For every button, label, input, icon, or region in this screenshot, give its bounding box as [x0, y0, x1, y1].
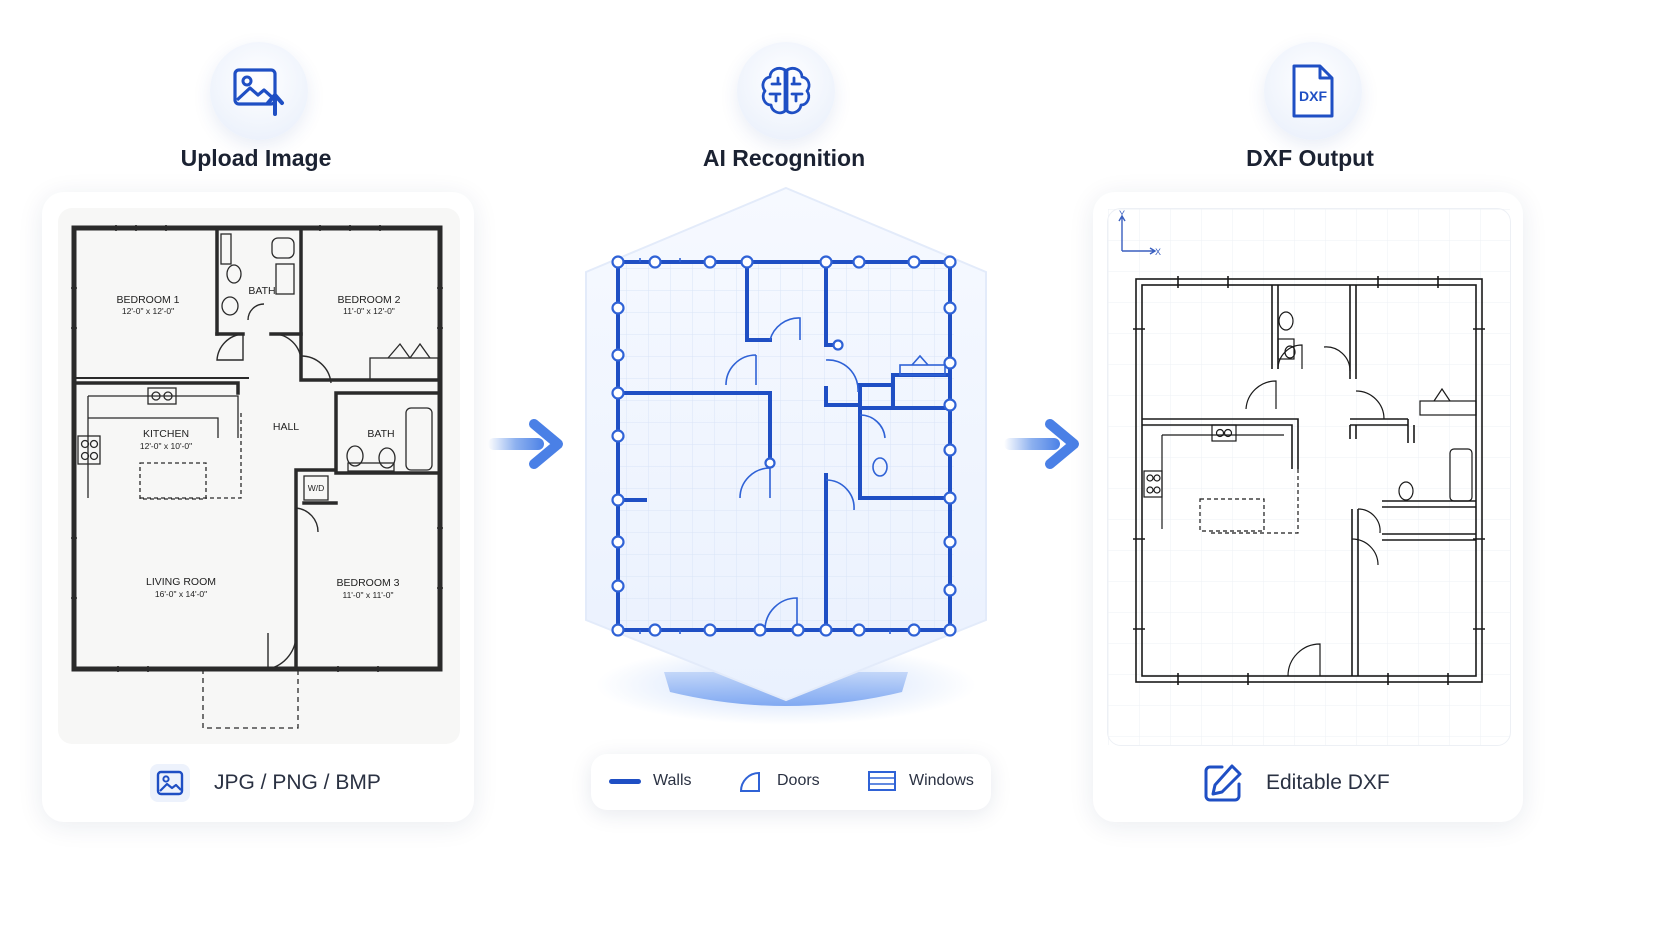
- legend-walls-label: Walls: [653, 772, 692, 789]
- legend-walls: Walls: [609, 772, 692, 790]
- edit-icon: [1204, 764, 1242, 802]
- output-step-icon: DXF: [1264, 42, 1362, 140]
- dim-kitchen: 12'-0" x 10'-0": [140, 441, 192, 451]
- arrow-right-icon: [488, 419, 563, 469]
- dxf-icon-text: DXF: [1299, 88, 1327, 104]
- upload-step-title: Upload Image: [180, 145, 332, 171]
- dim-living: 16'-0" x 14'-0": [155, 589, 207, 599]
- legend-windows-label: Windows: [909, 772, 974, 789]
- dim-bedroom3: 11'-0" x 11'-0": [342, 590, 393, 600]
- legend-windows: Windows: [867, 769, 974, 793]
- window-icon: [868, 771, 896, 791]
- recognition-step-title: AI Recognition: [702, 145, 866, 171]
- recognition-step-icon: [737, 42, 835, 140]
- sketch-floor-plan: BEDROOM 1 12'-0" x 12'-0" BATH BEDROOM 2…: [71, 225, 443, 729]
- image-icon: [156, 770, 184, 796]
- image-upload-icon: [233, 68, 284, 116]
- label-wd: W/D: [308, 483, 325, 493]
- uploaded-floor-plan: BEDROOM 1 12'-0" x 12'-0" BATH BEDROOM 2…: [58, 208, 460, 744]
- label-bedroom2: BEDROOM 2: [337, 294, 400, 306]
- x-axis-label: X: [1155, 247, 1161, 257]
- label-bath2: BATH: [367, 428, 394, 440]
- arrow-right-icon-2: [1004, 419, 1079, 469]
- brain-icon: [761, 67, 811, 115]
- legend-doors-label: Doors: [777, 772, 820, 789]
- output-label: Editable DXF: [1266, 771, 1390, 794]
- dim-bedroom1: 12'-0" x 12'-0": [122, 306, 174, 316]
- y-axis-label: Y: [1119, 209, 1125, 219]
- dim-bedroom2: 11'-0" x 12'-0": [343, 306, 395, 316]
- dxf-floor-plan: Y X: [1108, 209, 1510, 745]
- label-bedroom1: BEDROOM 1: [116, 294, 179, 306]
- door-icon: [739, 771, 760, 792]
- label-bedroom3: BEDROOM 3: [336, 577, 399, 589]
- format-label: JPG / PNG / BMP: [214, 771, 381, 794]
- dxf-file-icon: DXF: [1292, 64, 1334, 118]
- label-bath1: BATH: [248, 285, 275, 297]
- legend-doors: Doors: [737, 769, 820, 793]
- label-kitchen: KITCHEN: [143, 428, 189, 440]
- recognition-legend: Walls Doors Windows: [591, 754, 991, 810]
- format-icon-box: [150, 764, 190, 802]
- upload-step-icon: [210, 42, 308, 140]
- label-hall: HALL: [273, 421, 299, 433]
- walls-swatch: [609, 778, 641, 784]
- output-step-title: DXF Output: [1246, 145, 1374, 171]
- dxf-drawing: Y X: [1107, 208, 1511, 746]
- recognition-panel: [585, 186, 987, 725]
- label-living: LIVING ROOM: [146, 576, 216, 588]
